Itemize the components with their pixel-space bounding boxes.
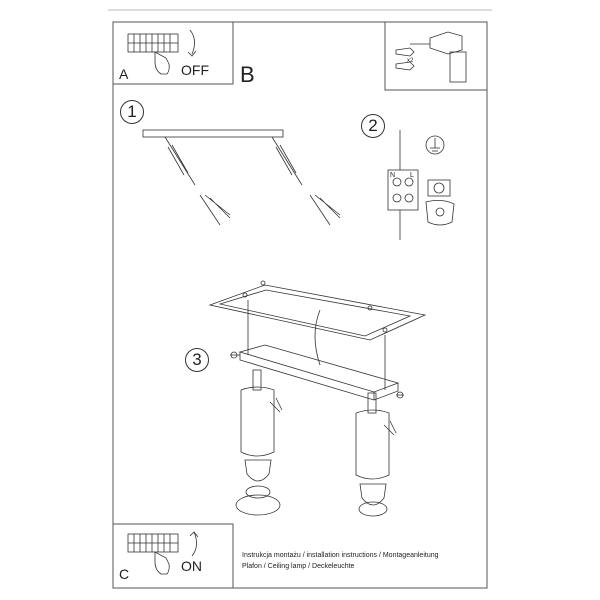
- terminal-l-label: L: [410, 172, 414, 179]
- section-a-label: A: [119, 66, 129, 82]
- step2-terminal-block: [387, 130, 419, 240]
- section-c-label: C: [119, 566, 130, 582]
- section-a-box: [112, 21, 234, 85]
- breaker-panel-off-icon: [127, 29, 197, 75]
- anchor-quantity: x2: [407, 58, 414, 64]
- ground-icon: [425, 135, 445, 155]
- breaker-on-label: ON: [181, 558, 202, 574]
- footer-line-1: Instrukcja montażu / installation instru…: [242, 552, 439, 559]
- section-c-box: [112, 523, 234, 589]
- ground-connector-icon: [425, 179, 455, 226]
- breaker-off-label: OFF: [181, 62, 209, 78]
- tools-box: [384, 21, 488, 91]
- step3-lamp-assembly: [208, 280, 427, 517]
- step-1-number: 1: [120, 100, 144, 124]
- wall-anchor-icon: [395, 47, 415, 71]
- footer-line-2: Plafon / Ceiling lamp / Deckeleuchte: [242, 563, 355, 570]
- step-2-number: 2: [361, 114, 385, 138]
- step1-bracket: [142, 129, 341, 226]
- section-b-label: B: [240, 62, 255, 87]
- step-3-number: 3: [185, 348, 209, 372]
- page-frame: [112, 21, 488, 589]
- drill-icon: [410, 31, 467, 83]
- terminal-n-label: N: [390, 172, 396, 179]
- breaker-panel-on-icon: [127, 531, 199, 575]
